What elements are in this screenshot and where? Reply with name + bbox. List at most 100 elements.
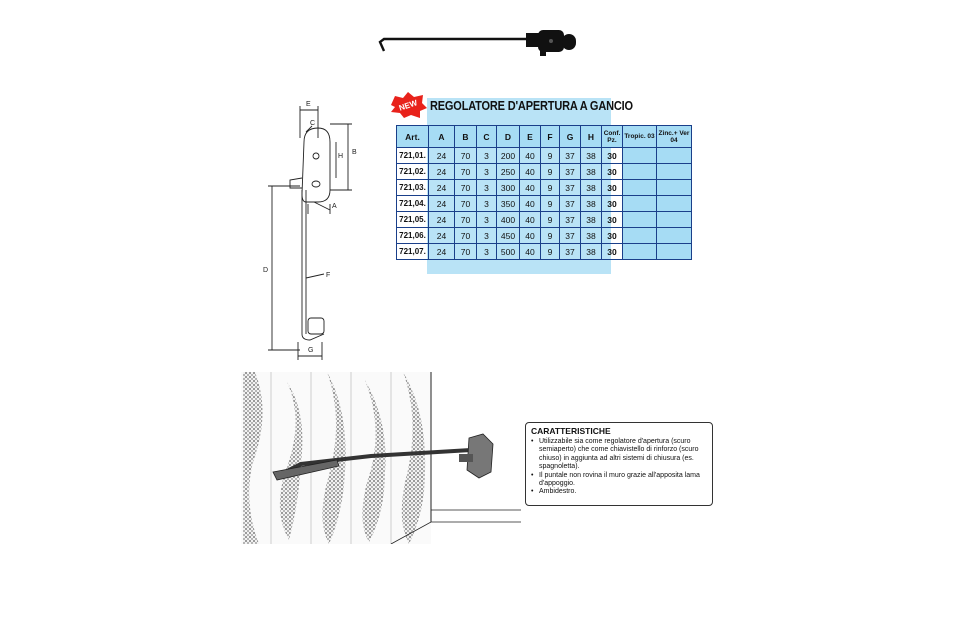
table-cell: 30 [601, 243, 623, 260]
table-cell: 3 [476, 243, 497, 260]
hook-product-image [378, 30, 576, 56]
table-cell: 24 [428, 147, 455, 164]
cell-art: 721,06. [396, 227, 429, 244]
header-zinc: Zinc.+ Ver 04 [656, 125, 692, 148]
table-cell: 37 [559, 211, 581, 228]
table-cell: 37 [559, 243, 581, 260]
cell-art: 721,05. [396, 211, 429, 228]
label-b: B [352, 149, 357, 156]
cell-art: 721,07. [396, 243, 429, 260]
features-list: Utilizzabile sia come regolatore d'apert… [530, 438, 708, 497]
table-cell: 3 [476, 179, 497, 196]
header-a: A [428, 125, 455, 148]
table-cell: 500 [496, 243, 520, 260]
spec-table: Art. A B C D E F G H Conf. Pz. Tropic. 0… [396, 125, 692, 260]
table-cell [656, 147, 692, 164]
table-cell: 70 [454, 163, 477, 180]
table-cell: 70 [454, 227, 477, 244]
features-title: CARATTERISTICHE [531, 426, 611, 436]
table-cell: 37 [559, 227, 581, 244]
table-cell: 40 [519, 227, 541, 244]
table-cell: 450 [496, 227, 520, 244]
table-cell [622, 227, 657, 244]
table-cell: 30 [601, 227, 623, 244]
table-cell: 37 [559, 163, 581, 180]
table-cell: 24 [428, 227, 455, 244]
technical-drawing: E C B H A D F G [263, 101, 357, 360]
table-cell: 250 [496, 163, 520, 180]
label-f: F [326, 272, 330, 279]
table-cell: 38 [580, 243, 602, 260]
table-header-row: Art. A B C D E F G H Conf. Pz. Tropic. 0… [396, 125, 692, 148]
table-cell: 37 [559, 147, 581, 164]
table-cell: 38 [580, 147, 602, 164]
table-cell: 9 [540, 147, 560, 164]
table-cell [656, 179, 692, 196]
table-cell: 9 [540, 243, 560, 260]
header-e: E [519, 125, 541, 148]
table-cell: 9 [540, 163, 560, 180]
page-title: REGOLATORE D'APERTURA A GANCIO [430, 99, 633, 113]
table-cell [622, 163, 657, 180]
table-cell: 70 [454, 179, 477, 196]
table-cell [622, 243, 657, 260]
installation-photo [241, 372, 521, 544]
header-b: B [454, 125, 477, 148]
table-cell [656, 243, 692, 260]
table-cell: 30 [601, 211, 623, 228]
table-cell: 9 [540, 195, 560, 212]
header-conf: Conf. Pz. [601, 125, 623, 148]
feature-item: Ambidestro. [531, 488, 708, 497]
table-cell: 3 [476, 195, 497, 212]
label-e: E [306, 101, 311, 108]
table-cell: 38 [580, 195, 602, 212]
header-d: D [496, 125, 520, 148]
table-cell: 30 [601, 163, 623, 180]
table-cell: 37 [559, 195, 581, 212]
new-badge: NEW [391, 92, 427, 118]
table-cell: 9 [540, 227, 560, 244]
feature-item: Il puntale non rovina il muro grazie all… [531, 472, 708, 489]
table-cell: 38 [580, 163, 602, 180]
table-cell: 3 [476, 227, 497, 244]
table-cell: 70 [454, 243, 477, 260]
table-cell [622, 179, 657, 196]
table-cell: 9 [540, 211, 560, 228]
table-cell: 40 [519, 147, 541, 164]
table-cell [622, 147, 657, 164]
header-f: F [540, 125, 560, 148]
header-art: Art. [396, 125, 429, 148]
table-cell: 400 [496, 211, 520, 228]
table-cell: 38 [580, 227, 602, 244]
table-cell: 40 [519, 179, 541, 196]
label-h: H [338, 153, 343, 160]
table-cell: 24 [428, 179, 455, 196]
label-g: G [308, 347, 313, 354]
table-cell: 40 [519, 243, 541, 260]
table-cell: 200 [496, 147, 520, 164]
table-cell: 38 [580, 211, 602, 228]
table-cell: 24 [428, 163, 455, 180]
table-cell: 30 [601, 147, 623, 164]
feature-item: Utilizzabile sia come regolatore d'apert… [531, 438, 708, 472]
label-c: C [310, 120, 315, 127]
table-cell: 70 [454, 195, 477, 212]
table-cell: 24 [428, 211, 455, 228]
features-box: CARATTERISTICHE Utilizzabile sia come re… [525, 422, 713, 506]
table-cell [622, 211, 657, 228]
table-cell: 38 [580, 179, 602, 196]
table-cell: 70 [454, 211, 477, 228]
table-cell: 3 [476, 163, 497, 180]
table-cell [656, 195, 692, 212]
table-cell: 40 [519, 195, 541, 212]
table-cell: 70 [454, 147, 477, 164]
cell-art: 721,03. [396, 179, 429, 196]
table-cell [656, 163, 692, 180]
